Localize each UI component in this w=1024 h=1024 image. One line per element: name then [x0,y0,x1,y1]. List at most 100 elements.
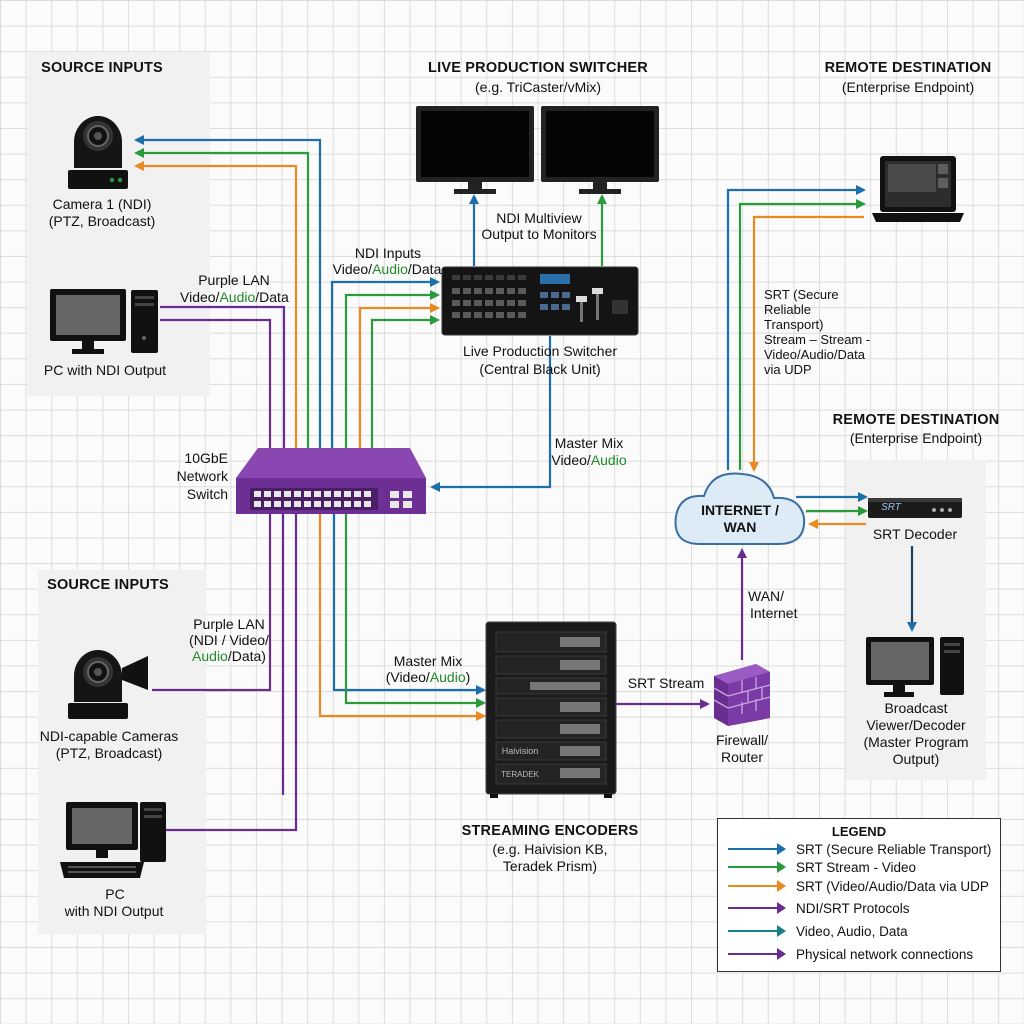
pc-bottom-label-1: PC [105,886,125,902]
ndi-input-orange [358,303,440,448]
legend-item-label: SRT (Secure Reliable Transport) [796,841,992,857]
remote-srt-label-5: Video/Audio/Data [764,347,865,362]
legend-swatch [728,843,786,855]
encoder-master-mix-label-2: (Video/Audio) [385,669,471,685]
bottom-camera-purple-lan [152,514,272,692]
broadcast-viewer-label-1: Broadcast [884,700,948,716]
monitor-left-icon [416,106,534,194]
legend-swatch [728,861,786,873]
bottom-pc-purple-lan [166,514,298,832]
ndi-inputs-label-2: Video/Audio/Data [332,261,442,277]
encoder-rack-icon [485,621,617,798]
production-switcher-icon [441,266,639,336]
remote-srt-orange [749,215,864,472]
master-mix-return [430,336,552,492]
remote-srt-green [738,199,866,470]
internet-cloud-icon [674,472,806,545]
switcher-unit-label-2: (Central Black Unit) [479,361,601,377]
purple-lan-bottom-label-1: Purple LAN [193,616,265,632]
legend-item-label: Physical network connections [796,946,974,962]
remote-srt-label-4: Stream – Stream - [764,332,871,347]
connection-lines [134,135,917,832]
legend-item: SRT (Video/Audio/Data via UDP [728,877,989,895]
pc-top-icon [50,289,158,354]
legend-box: LEGEND SRT (Secure Reliable Transport) S… [717,818,1001,972]
srt-decoder-icon [868,498,962,518]
network-switch-label-1: 10GbE [184,450,228,466]
ndi-cameras-label-2: (PTZ, Broadcast) [55,745,163,761]
master-mix-label-2: Video/Audio [551,452,627,468]
remote-destination-bottom-sub: (Enterprise Endpoint) [849,430,983,446]
legend-item-label: NDI/SRT Protocols [796,900,910,916]
firewall-icon [713,664,771,726]
legend-item: Video, Audio, Data [728,922,908,940]
broadcast-viewer-label-2: Viewer/Decoder [866,717,966,733]
remote-srt-blue [726,185,866,470]
master-mix-label-1: Master Mix [554,435,624,451]
legend-swatch [728,948,786,960]
encoder-master-mix-label-1: Master Mix [393,653,463,669]
multiview-label-1: NDI Multiview [496,210,582,226]
firewall-label-2: Router [720,749,764,765]
legend-title: LEGEND [831,824,887,839]
legend-swatch [728,902,786,914]
legend-item-label: SRT Stream - Video [796,859,917,875]
wan-internet-label-2: Internet [750,605,798,621]
legend-item: SRT (Secure Reliable Transport) [728,840,991,858]
switcher-subheading: (e.g. TriCaster/vMix) [474,79,601,95]
legend-swatch [728,880,786,892]
purple-lan-bottom-label-3: Audio/Data) [192,648,266,664]
internet-label-1: INTERNET / [701,502,779,518]
remote-srt-label-3: Transport) [764,317,824,332]
encoder-orange-link [318,514,486,721]
camera1-orange-link [134,161,298,448]
multiview-label-2: Output to Monitors [481,226,597,242]
pc-bottom-label-2: with NDI Output [64,903,164,919]
source-inputs-top-heading: SOURCE INPUTS [41,60,163,76]
remote-destination-bottom-heading: REMOTE DESTINATION [832,412,1000,428]
ndi-camera-icon [68,650,148,719]
monitor-right-icon [541,106,659,194]
source-inputs-bottom-heading: SOURCE INPUTS [47,577,169,593]
wan-internet-label-1: WAN/ [748,588,785,604]
ndi-input-green-2 [370,315,440,448]
purple-lan-bottom-label-2: (NDI / Video/ [189,632,269,648]
network-switch-label-2: Network [176,468,228,484]
pc-top-purple-lan-2 [160,318,272,448]
pc-bottom-icon [60,802,166,878]
legend-item: NDI/SRT Protocols [728,899,910,917]
camera1-green-link [134,148,310,448]
switcher-unit-label-1: Live Production Switcher [462,343,618,359]
camera1-label-line2: (PTZ, Broadcast) [48,213,156,229]
srt-stream-label: SRT Stream [627,675,705,691]
streaming-encoders-heading: STREAMING ENCODERS [461,823,639,839]
legend-item-label: SRT (Video/Audio/Data via UDP [796,878,989,894]
switcher-heading: LIVE PRODUCTION SWITCHER [428,60,648,76]
network-switch-icon [236,448,426,514]
encoder-brand-teradek: TERADEK [501,770,539,779]
internet-label-2: WAN [723,519,757,535]
broadcast-viewer-label-4: Output) [892,751,940,767]
legend-item-label: Video, Audio, Data [796,923,908,939]
legend-item: Physical network connections [728,945,973,963]
legend-item: SRT Stream - Video [728,858,916,876]
pc-top-purple-lan-1 [160,305,286,448]
remote-destination-top-heading: REMOTE DESTINATION [824,60,992,76]
ndi-inputs-label-1: NDI Inputs [354,245,422,261]
legend-swatch [728,925,786,937]
ndi-input-blue-1 [330,277,440,448]
purple-lan-top-label-1: Purple LAN [198,272,270,288]
broadcast-viewer-icon [866,637,964,697]
ndi-cameras-label-1: NDI-capable Cameras [39,728,179,744]
remote-srt-label-2: Reliable [764,302,811,317]
camera1-ptz-icon [68,116,128,189]
remote-laptop-icon [872,156,964,222]
firewall-label-1: Firewall/ [715,732,769,748]
streaming-encoders-sub-2: Teradek Prism) [502,858,598,874]
remote-destination-top-sub: (Enterprise Endpoint) [841,79,975,95]
encoder-green-link [344,514,486,708]
camera1-blue-link [134,135,322,448]
encoder-blue-link [332,514,486,695]
srt-decoder-badge: SRT [881,502,901,513]
